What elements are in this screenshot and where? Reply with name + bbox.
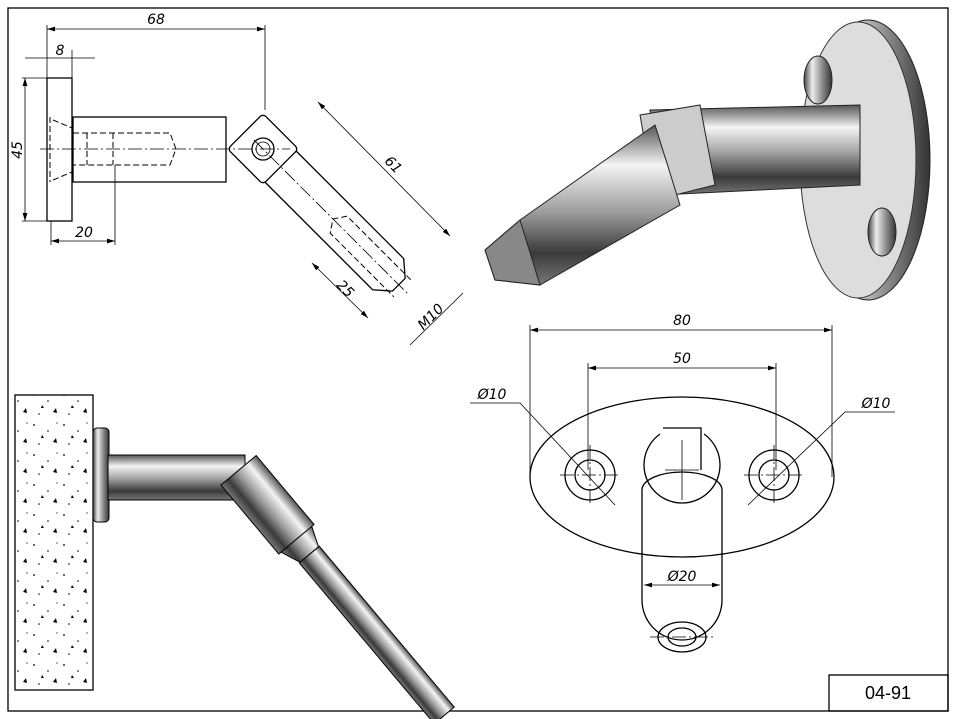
installed-view — [14, 394, 455, 719]
drawing-number: 04-91 — [865, 683, 911, 703]
side-view-drawing: 68 8 45 20 61 25 M10 — [10, 12, 464, 346]
dim-thread-size: M10 — [415, 301, 448, 334]
sheet-border — [7, 7, 949, 712]
dim-hole-spacing: 50 — [673, 351, 691, 367]
mounting-plate — [46, 77, 73, 222]
front-view-drawing: 80 50 Ø10 Ø10 Ø20 — [470, 313, 895, 653]
concrete-wall — [14, 394, 94, 691]
dim-plate-thickness: 8 — [56, 43, 65, 59]
center-boss — [643, 433, 721, 504]
installed-tube — [107, 454, 246, 501]
render-hole-top — [803, 55, 833, 105]
isometric-render — [484, 19, 931, 301]
render-hole-bottom — [867, 207, 897, 257]
dim-plate-width: 80 — [673, 313, 691, 329]
installed-flange — [92, 427, 110, 523]
tube-end-profile — [641, 471, 723, 641]
dim-arm-thread-depth: 25 — [333, 277, 357, 301]
dim-thread-depth: 20 — [75, 225, 93, 241]
dim-tube-dia: Ø20 — [667, 569, 697, 585]
horizontal-tube — [72, 116, 227, 183]
installed-rail-rod — [298, 545, 455, 719]
hinge-and-arm — [228, 114, 412, 298]
dim-plate-height: 45 — [10, 141, 26, 159]
dim-hole-left-dia: Ø10 — [477, 387, 507, 403]
dim-hole-right-dia: Ø10 — [861, 396, 891, 412]
dim-arm-length: 61 — [381, 153, 405, 177]
dim-overall-length: 68 — [147, 12, 165, 28]
hinge-block — [228, 114, 298, 184]
title-block: 04-91 — [828, 674, 949, 712]
